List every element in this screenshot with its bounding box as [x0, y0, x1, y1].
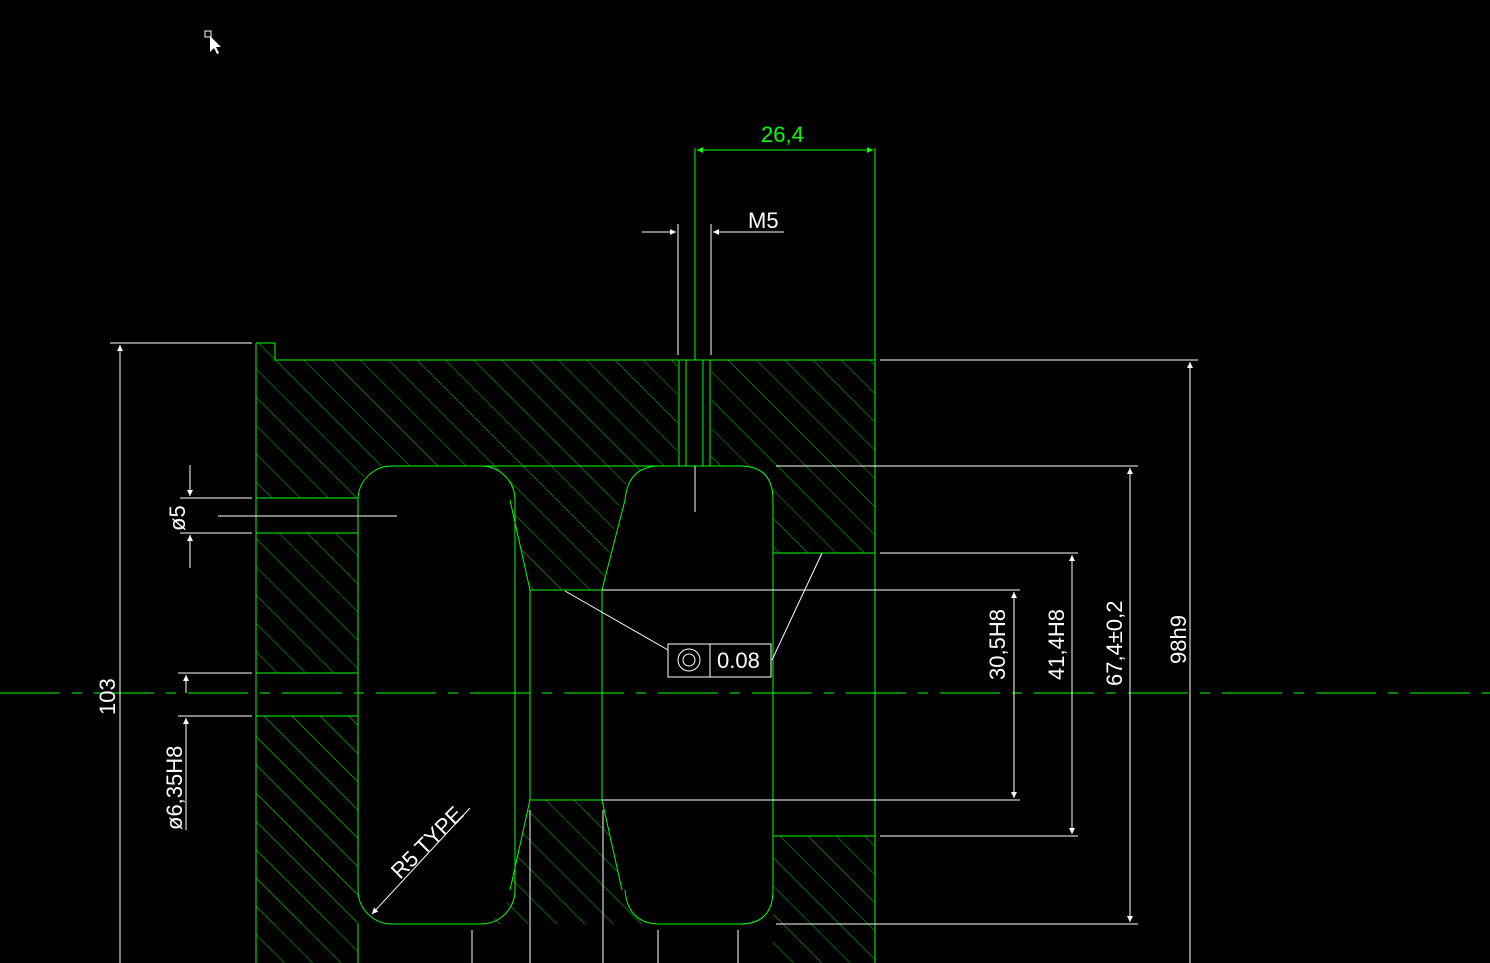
dim-fillet-note: R5 TYPE — [386, 801, 468, 883]
dim-small-hole: ø5 — [165, 505, 190, 531]
extension-lines — [110, 224, 1198, 963]
tolerance-frame: 0.08 — [667, 643, 772, 678]
section-hatching — [256, 343, 875, 963]
arrow-cursor-icon — [204, 30, 221, 54]
dimension-lines — [117, 229, 1193, 963]
dim-bore-3: 67,4±0,2 — [1102, 601, 1127, 686]
dim-bore-2: 41,4H8 — [1044, 609, 1069, 680]
dim-outer: 98h9 — [1166, 615, 1191, 664]
dim-top-width: 26,4 — [761, 122, 804, 147]
part-outline — [255, 148, 876, 963]
dim-left-height: 103 — [95, 678, 120, 715]
dim-pin-hole: ø6,35H8 — [162, 746, 187, 830]
bore-cutouts — [256, 360, 710, 716]
dim-thread: M5 — [748, 208, 779, 233]
concentricity-icon — [677, 648, 701, 672]
tolerance-value: 0.08 — [717, 648, 760, 673]
dim-bore-1: 30,5H8 — [985, 609, 1010, 680]
